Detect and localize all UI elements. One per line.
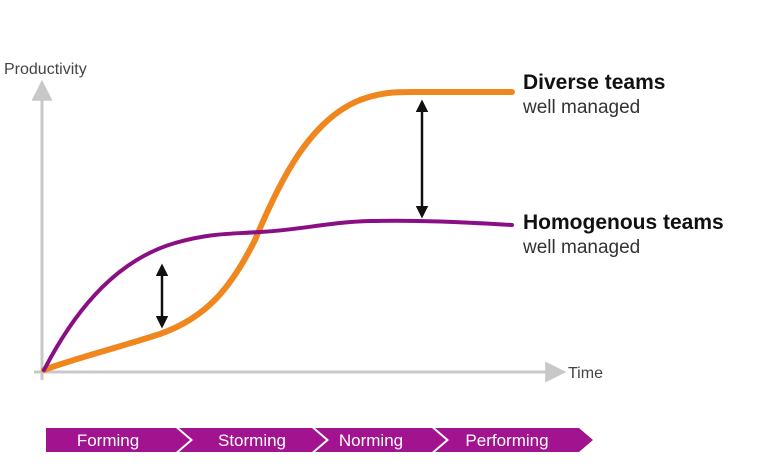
- homogenous-teams-subtitle: well managed: [522, 237, 640, 258]
- stage-label-storming: Storming: [218, 431, 286, 450]
- homogenous-teams-curve: [42, 218, 514, 372]
- y-axis-label: Productivity: [4, 61, 87, 78]
- axes: Productivity Time: [4, 61, 603, 383]
- stage-label-forming: Forming: [77, 431, 139, 450]
- x-axis-label: Time: [568, 365, 603, 382]
- diverse-teams-curve: [41, 88, 515, 373]
- homogenous-teams-name: Homogenous teams: [523, 211, 724, 234]
- homogenous-teams-label: Homogenous teams well managed: [522, 211, 724, 258]
- stage-label-norming: Norming: [339, 431, 403, 450]
- diverse-teams-subtitle: well managed: [522, 97, 640, 118]
- diverse-teams-name: Diverse teams: [523, 71, 665, 94]
- stage-performing: [435, 428, 593, 452]
- stage-bar: Forming Storming Norming Performing: [46, 428, 593, 452]
- stage-forming: [46, 428, 190, 452]
- stage-norming: [315, 428, 446, 452]
- stage-storming: [179, 428, 326, 452]
- diverse-teams-label: Diverse teams well managed: [522, 71, 665, 118]
- stage-label-performing: Performing: [465, 431, 548, 450]
